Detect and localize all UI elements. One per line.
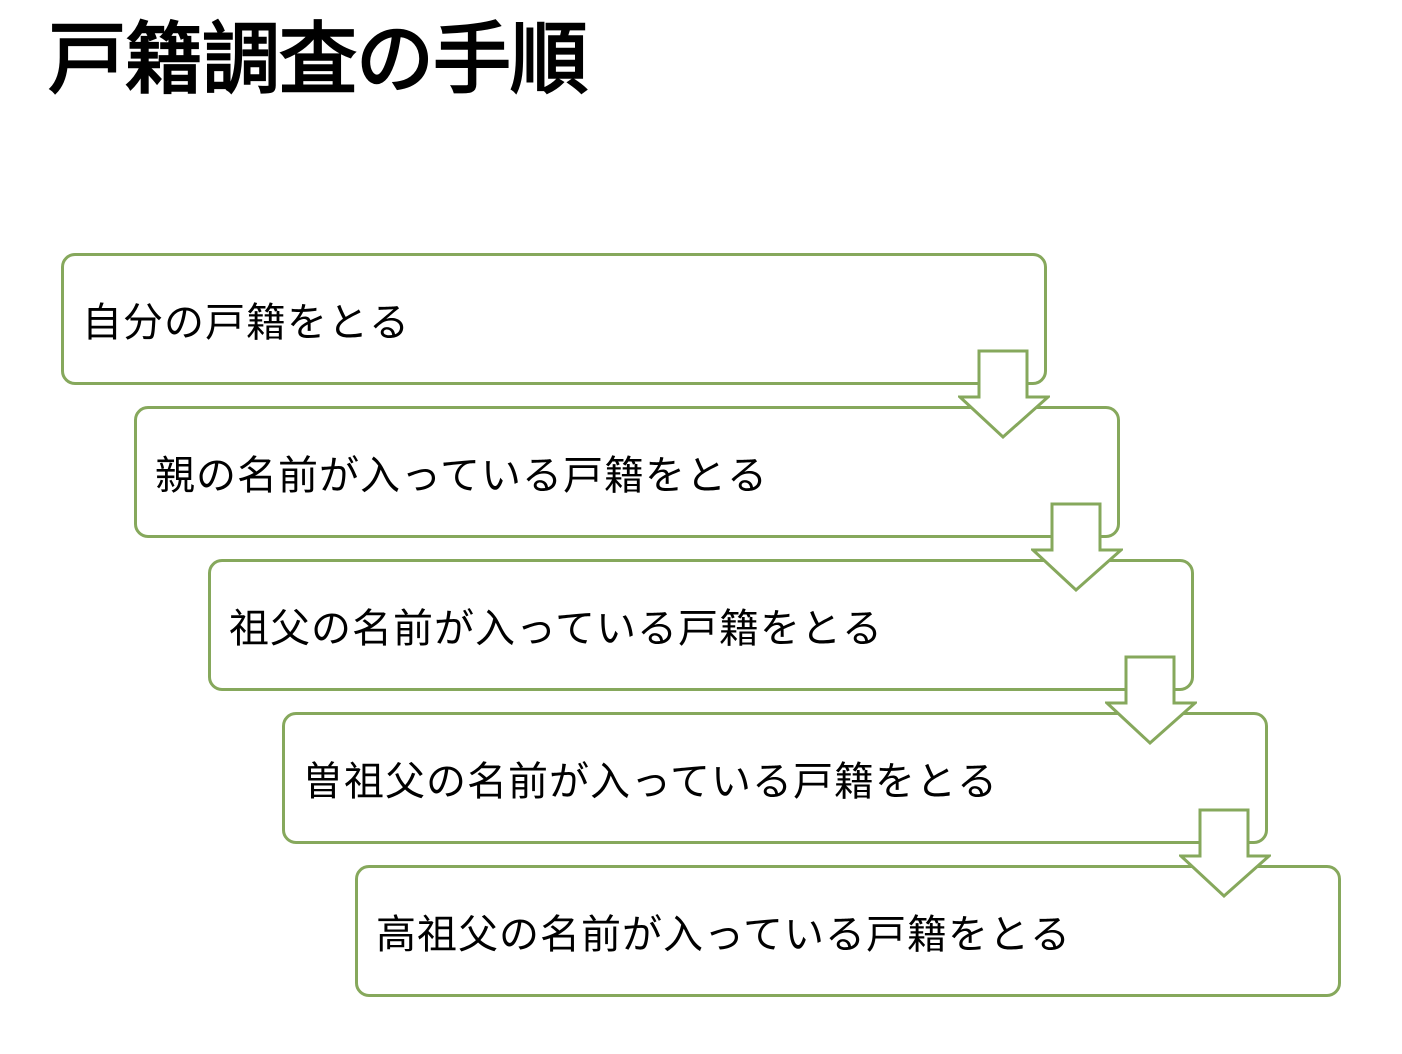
step-box-4: 曽祖父の名前が入っている戸籍をとる	[282, 712, 1268, 844]
step-label-5: 高祖父の名前が入っている戸籍をとる	[376, 912, 1071, 958]
step-box-5: 高祖父の名前が入っている戸籍をとる	[355, 865, 1341, 997]
step-label-2: 親の名前が入っている戸籍をとる	[155, 453, 768, 499]
step-box-3: 祖父の名前が入っている戸籍をとる	[208, 559, 1194, 691]
down-arrow-icon	[1179, 808, 1271, 898]
down-arrow-icon	[1031, 502, 1123, 592]
step-label-4: 曽祖父の名前が入っている戸籍をとる	[303, 759, 998, 805]
step-label-1: 自分の戸籍をとる	[82, 300, 410, 346]
down-arrow-icon	[958, 349, 1050, 439]
step-label-3: 祖父の名前が入っている戸籍をとる	[229, 606, 883, 652]
down-arrow-icon	[1105, 655, 1197, 745]
page-title: 戸籍調査の手順	[48, 15, 588, 105]
step-box-1: 自分の戸籍をとる	[61, 253, 1047, 385]
step-box-2: 親の名前が入っている戸籍をとる	[134, 406, 1120, 538]
